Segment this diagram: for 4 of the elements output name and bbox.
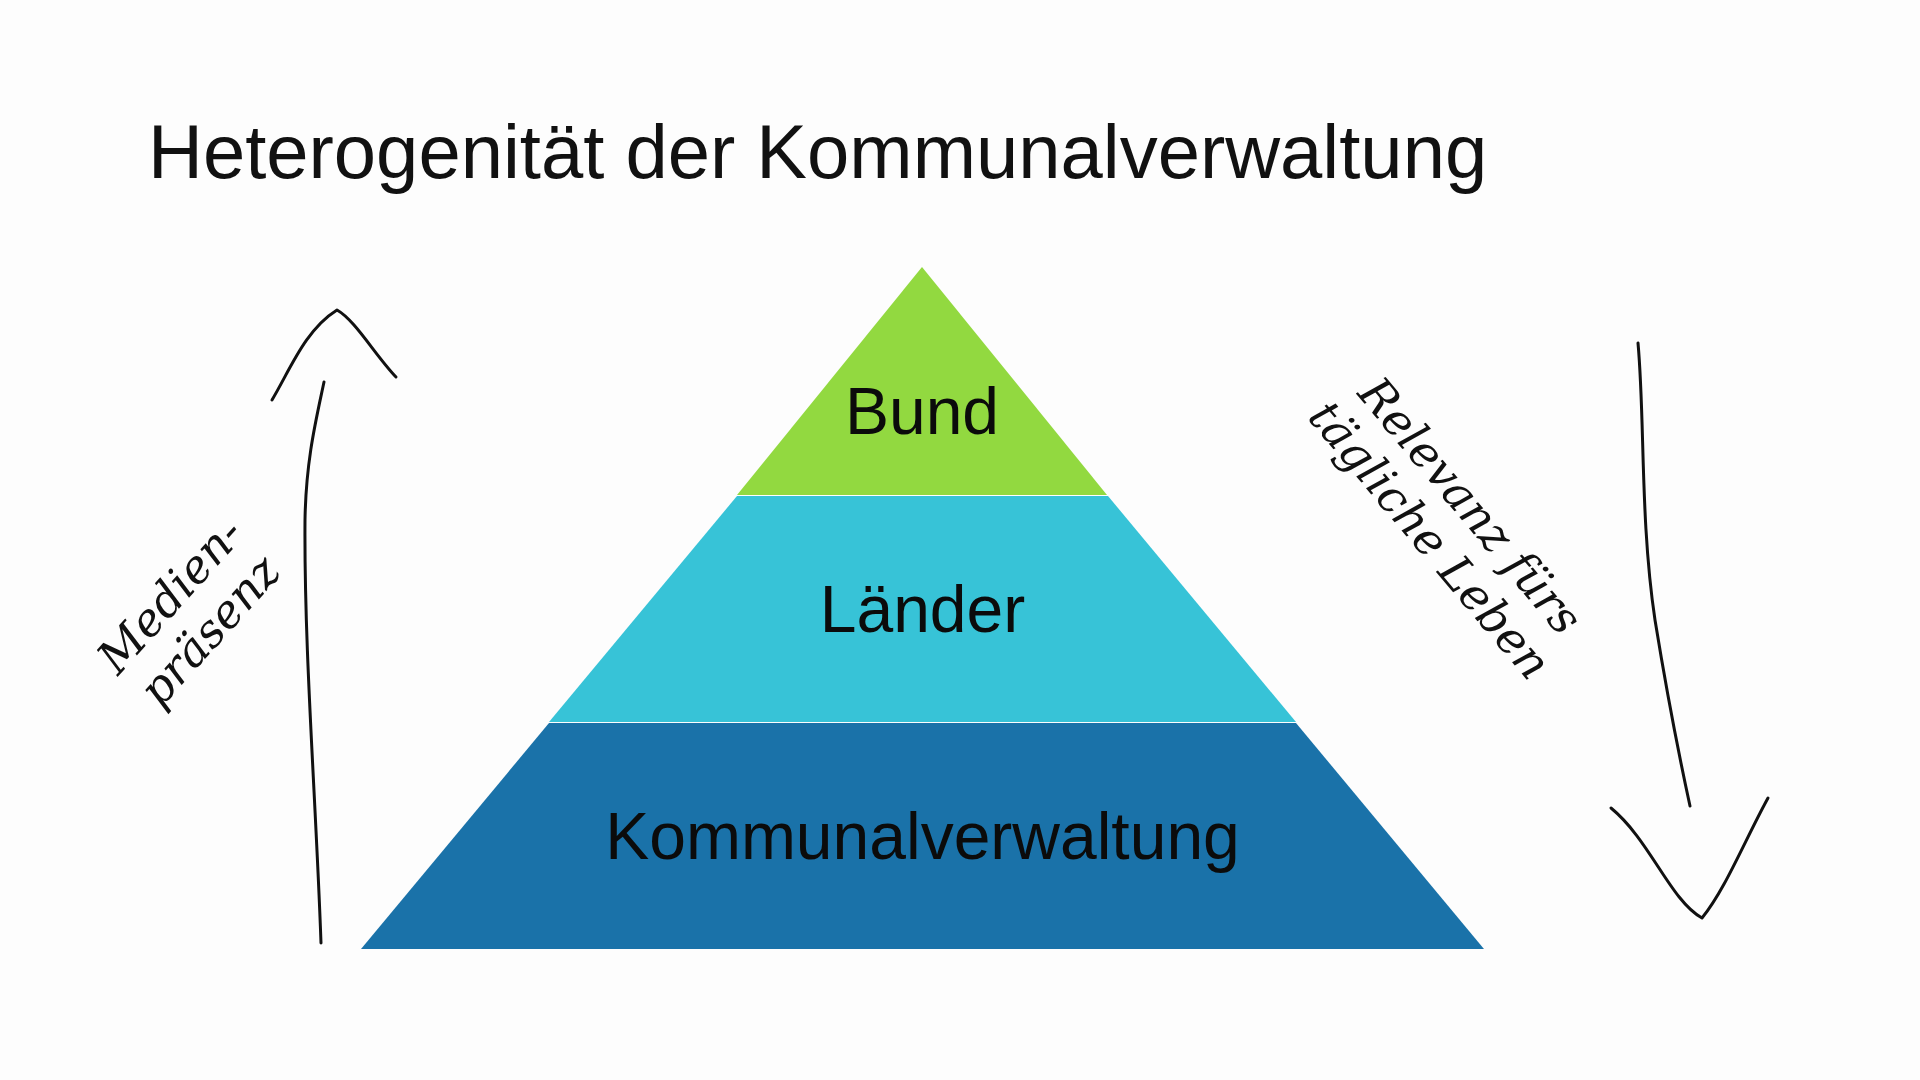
tier-label: Kommunalverwaltung (605, 798, 1240, 874)
tier-label: Länder (819, 571, 1026, 647)
title: Heterogenität der Kommunalverwaltung (148, 108, 1488, 195)
tier-label: Bund (844, 373, 1000, 449)
